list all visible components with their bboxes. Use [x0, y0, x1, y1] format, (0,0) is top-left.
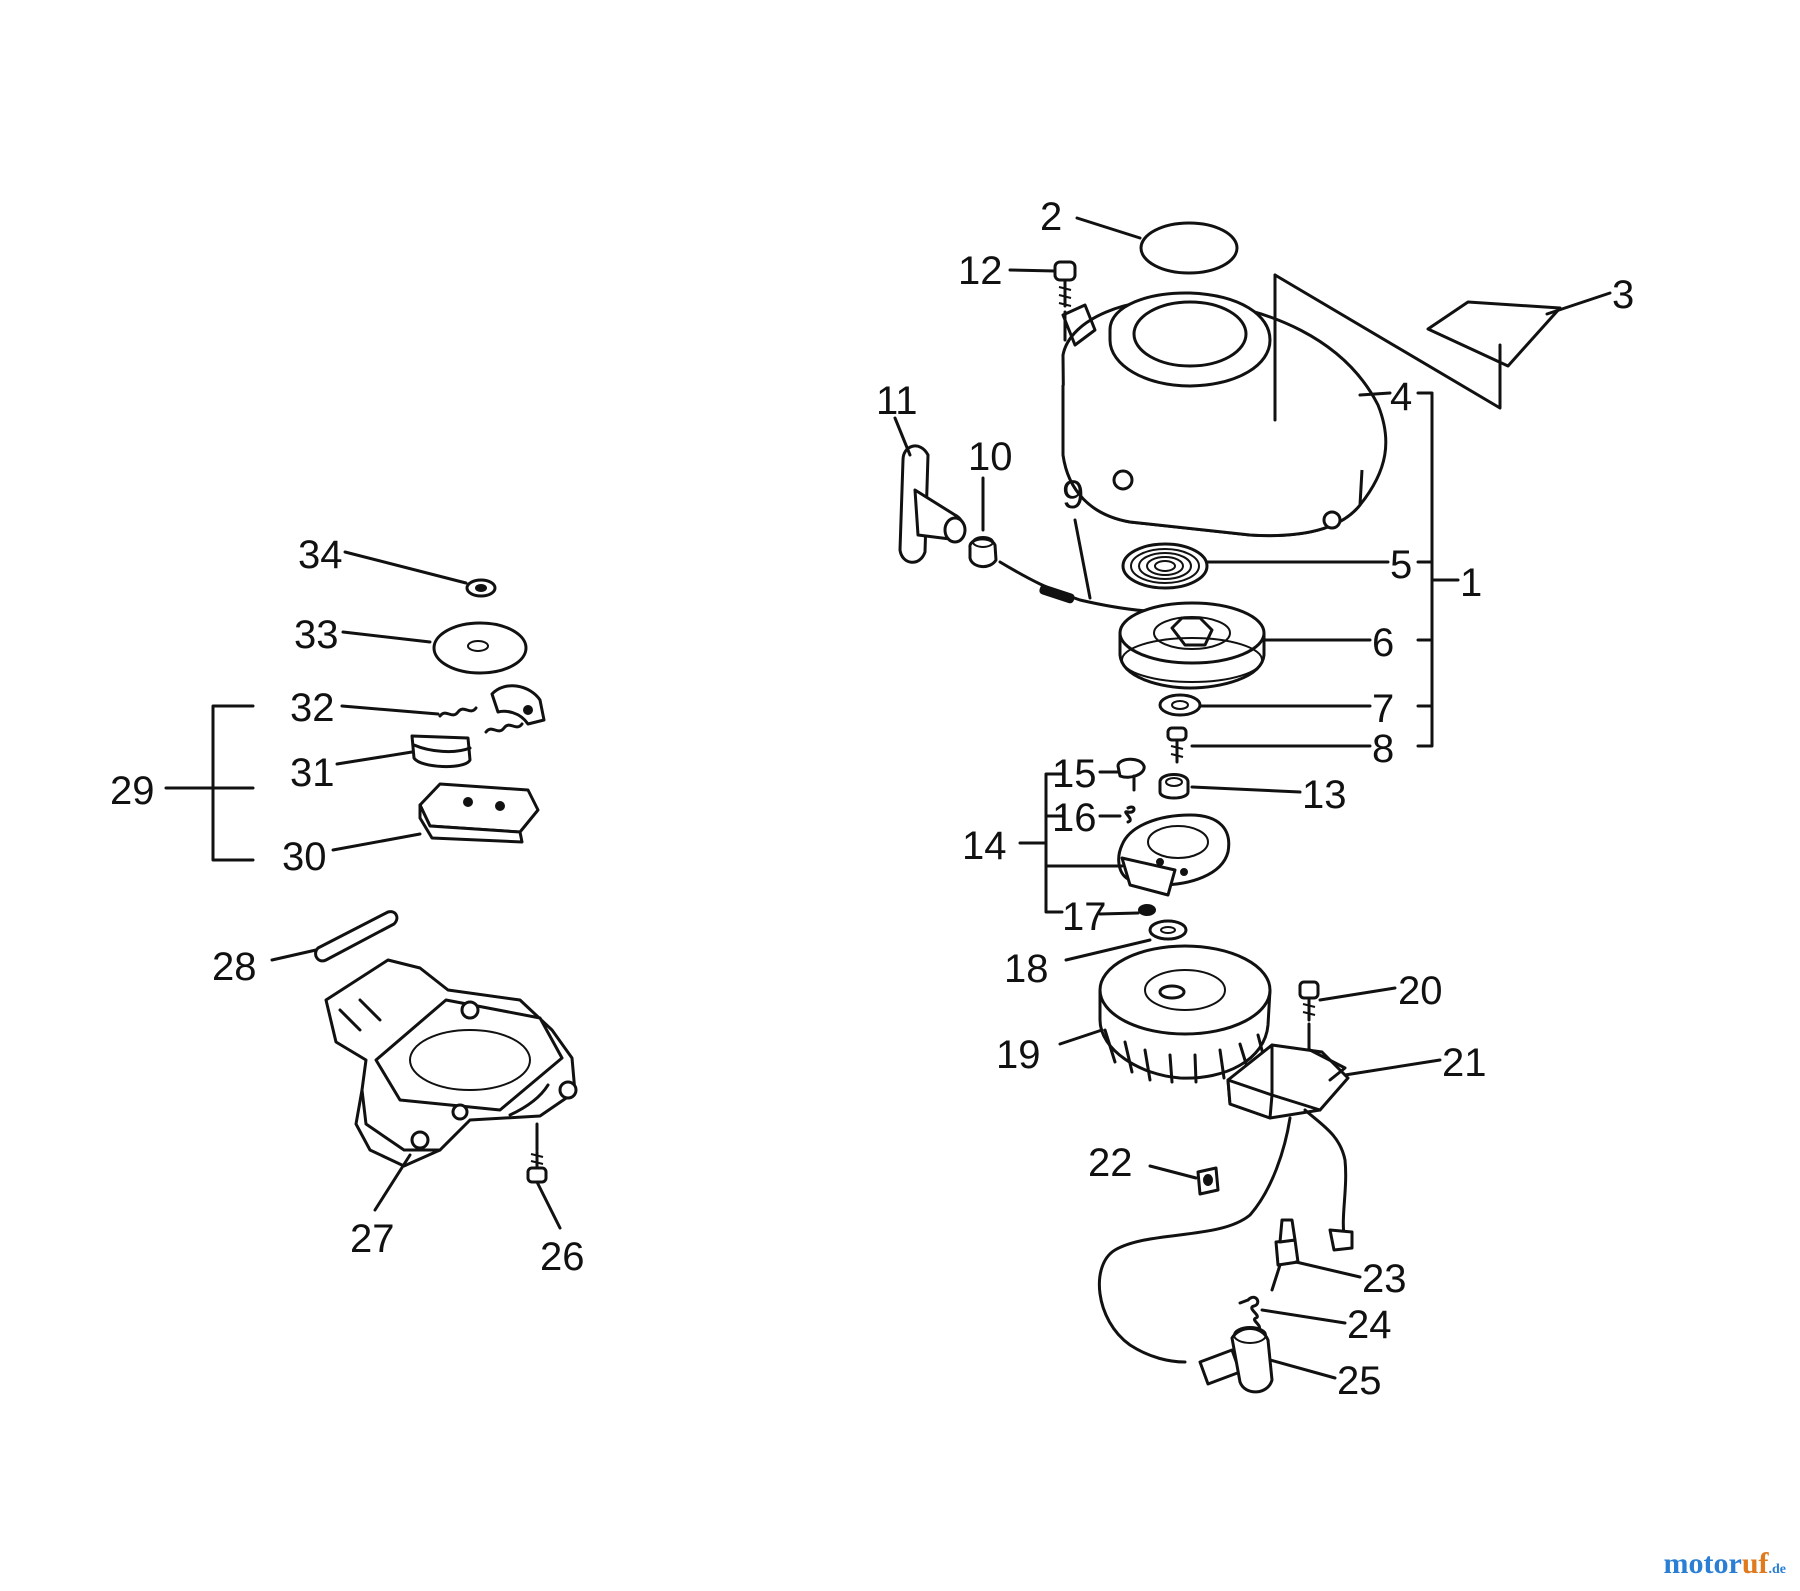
- leader-28: [270, 948, 318, 962]
- leader-22: [1148, 1164, 1198, 1180]
- leader-12: [1008, 268, 1057, 273]
- leader-3-bracket: [1273, 273, 1502, 410]
- label-21: 21: [1442, 1041, 1487, 1085]
- part-13-nut: [1158, 773, 1190, 800]
- part-18-washer: [1148, 919, 1188, 941]
- leader-2: [1075, 216, 1142, 240]
- leader-11: [893, 416, 912, 457]
- part-5-recoil-spring: [1121, 542, 1209, 590]
- part-6-rope-pulley: [1118, 601, 1266, 690]
- label-30: 30: [282, 835, 327, 879]
- part-23-terminal: [1270, 1218, 1300, 1292]
- label-15: 15: [1052, 752, 1097, 796]
- label-25: 25: [1337, 1359, 1382, 1403]
- leader-25: [1268, 1358, 1337, 1380]
- label-14: 14: [962, 824, 1007, 868]
- part-8-screw: [1166, 726, 1188, 764]
- leader-32: [340, 704, 440, 716]
- part-27-clutch-housing: [324, 958, 578, 1168]
- label-29: 29: [110, 769, 155, 813]
- part-19-flywheel: [1098, 944, 1272, 1084]
- leader-9: [1073, 518, 1092, 600]
- label-32: 32: [290, 686, 335, 730]
- leader-26: [535, 1180, 562, 1230]
- label-23: 23: [1362, 1257, 1407, 1301]
- label-33: 33: [294, 613, 339, 657]
- leader-33: [341, 630, 432, 644]
- label-7: 7: [1372, 687, 1394, 731]
- leader-34: [343, 550, 468, 585]
- leader-4: [1358, 391, 1392, 397]
- leader-23: [1294, 1260, 1362, 1279]
- label-31: 31: [290, 751, 335, 795]
- label-13: 13: [1302, 773, 1347, 817]
- leader-31: [335, 750, 414, 766]
- part-34-nut: [465, 578, 497, 598]
- label-10: 10: [968, 435, 1013, 479]
- bracket-1: [1416, 391, 1434, 748]
- label-4: 4: [1390, 375, 1412, 419]
- part-16-pawl-spring: [1124, 805, 1136, 824]
- watermark-logo: motoruf.de: [1664, 1547, 1786, 1581]
- label-6: 6: [1372, 621, 1394, 665]
- leader-30: [331, 832, 422, 852]
- label-26: 26: [540, 1235, 585, 1279]
- label-2: 2: [1040, 195, 1062, 239]
- leader-13: [1190, 785, 1302, 794]
- leader-17: [1098, 911, 1140, 916]
- watermark-part-2: uf: [1741, 1547, 1769, 1580]
- label-19: 19: [996, 1033, 1041, 1077]
- part-7-washer: [1158, 693, 1202, 717]
- label-8: 8: [1372, 727, 1394, 771]
- label-3: 3: [1612, 273, 1634, 317]
- label-1: 1: [1460, 561, 1482, 605]
- part-11-starter-handle: [898, 444, 967, 564]
- label-16: 16: [1052, 796, 1097, 840]
- part-15-pawl: [1116, 757, 1146, 792]
- part-25-spark-plug-cap: [1198, 1326, 1274, 1394]
- part-12-screw: [1053, 260, 1077, 308]
- leader-20: [1318, 986, 1397, 1002]
- part-3-label: [1426, 300, 1562, 368]
- part-10-rope-bushing: [968, 536, 998, 568]
- label-11: 11: [876, 379, 918, 423]
- leader-24: [1260, 1308, 1347, 1325]
- watermark-part-3: .de: [1768, 1562, 1787, 1577]
- leader-3: [1545, 291, 1612, 316]
- part-20-screw: [1298, 980, 1320, 1022]
- leader-19: [1058, 1028, 1104, 1046]
- label-22: 22: [1088, 1141, 1133, 1185]
- label-12: 12: [958, 249, 1003, 293]
- label-17: 17: [1062, 895, 1107, 939]
- part-21-ignition-coil: [1097, 1043, 1354, 1364]
- label-20: 20: [1398, 969, 1443, 1013]
- leader-27: [373, 1153, 412, 1212]
- leader-21: [1343, 1058, 1442, 1077]
- label-24: 24: [1347, 1303, 1392, 1347]
- label-18: 18: [1004, 947, 1049, 991]
- part-32-clutch-springs: [438, 684, 546, 734]
- label-28: 28: [212, 945, 257, 989]
- part-14-starter-claw: [1117, 813, 1231, 897]
- part-22-cable-clip: [1196, 1166, 1220, 1196]
- part-31-clutch-shoe: [410, 734, 472, 769]
- leader-18: [1064, 938, 1152, 962]
- part-24-contact-spring: [1238, 1295, 1261, 1332]
- part-26-screw: [526, 1150, 548, 1184]
- part-33-clutch-plate: [432, 621, 528, 675]
- bracket-29: [211, 704, 255, 862]
- part-2-gasket: [1139, 221, 1239, 275]
- label-9: 9: [1062, 473, 1084, 517]
- part-30-clutch-hub: [418, 782, 540, 844]
- part-28-gasket: [314, 910, 399, 963]
- label-5: 5: [1390, 543, 1412, 587]
- watermark-part-1: motor: [1663, 1547, 1742, 1580]
- label-27: 27: [350, 1217, 395, 1261]
- label-34: 34: [298, 533, 343, 577]
- part-17-clip: [1138, 904, 1156, 916]
- part-4-starter-housing: [1061, 291, 1388, 538]
